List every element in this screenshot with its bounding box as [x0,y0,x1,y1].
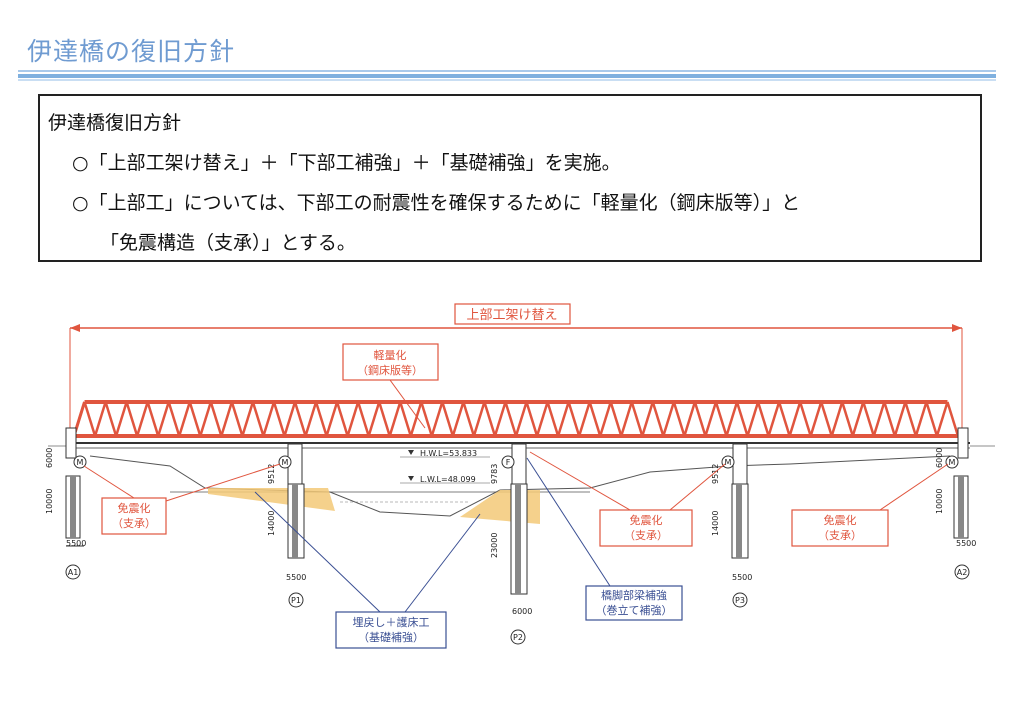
isolation-middle-label-2: （支承） [624,529,668,542]
bearing-a1-mark: M [77,458,84,467]
policy-line-3: 「免震構造（支承）」とする。 [100,232,356,254]
a1-width-dim: 5500 [66,539,86,548]
isolation-callout-middle: 免震化 （支承） [529,451,726,547]
bearing-p1-mark: M [282,458,289,467]
isolation-right-label-1: 免震化 [824,513,857,527]
lwl-label: L.W.L=48.099 [420,475,476,484]
policy-line-1: ○「上部工架け替え」＋「下部工補強」＋「基礎補強」を実施。 [72,152,621,174]
p2-marker [510,629,526,645]
policy-heading: 伊達橋復旧方針 [48,112,182,134]
isolation-left-label-2: （支承） [112,517,156,530]
p3-width-dim: 5500 [732,573,752,582]
p2-label: P2 [513,633,523,642]
abutment-a1 [65,427,84,547]
bearing-a1 [73,455,87,469]
lightweight-label-1: 軽量化 [374,348,407,362]
bridge-diagram: 上部工架け替え 軽量化 （鋼床版等） H.W.L=53.833 L.W.L=48… [45,303,995,649]
bearing-p3 [721,455,735,469]
p3-lower-dim: 14000 [711,511,720,536]
p1-width-dim: 5500 [286,573,306,582]
pier-reinforcement-label-2: （巻立て補強） [596,603,673,617]
bearing-a2-mark: M [949,458,956,467]
a2-height-dim: 6000 [935,448,944,468]
a1-footing-dim: 10000 [45,489,54,514]
a1-marker [65,564,81,580]
title-underline [18,70,996,72]
backfill-area-p2 [460,490,540,524]
title-underline-thick [18,74,996,78]
p1-upper-dim: 9512 [267,464,276,484]
p2-width-dim: 6000 [512,607,532,616]
policy-box: 伊達橋復旧方針 ○「上部工架け替え」＋「下部工補強」＋「基礎補強」を実施。 ○「… [38,94,982,262]
pier-p3 [731,443,749,559]
page-title: 伊達橋の復旧方針 [27,37,236,66]
p3-label: P3 [735,596,745,605]
hwl-label: H.W.L=53.833 [420,449,477,458]
bearing-p1 [278,455,292,469]
p2-lower-dim: 23000 [490,533,499,558]
a2-label: A2 [957,568,968,577]
a2-footing-dim: 10000 [935,489,944,514]
lightweight-label-2: （鋼床版等） [357,363,423,377]
superstructure-label-box [454,303,571,325]
a2-marker [954,564,970,580]
isolation-right-label-2: （支承） [818,529,862,542]
backfill-label-1: 埋戻し＋護床工 [353,615,430,629]
bearing-p2-mark: F [506,458,511,467]
pier-p2 [510,443,528,595]
truss-superstructure [72,400,960,438]
p3-marker [732,592,748,608]
bearing-p2 [501,455,515,469]
a1-height-dim: 6000 [45,448,54,468]
span-dimension-arrow [69,324,963,436]
superstructure-label: 上部工架け替え [466,308,557,323]
title-underline-light [18,79,996,81]
backfill-label-2: （基礎補強） [358,631,424,644]
isolation-left-label-1: 免震化 [118,501,151,515]
a1-label: A1 [68,568,79,577]
p1-lower-dim: 14000 [267,511,276,536]
isolation-callout-right: 免震化 （支承） [791,463,949,547]
bearing-p3-mark: M [725,458,732,467]
pier-p1 [287,443,305,559]
pier-reinforcement-callout: 橋脚部梁補強 （巻立て補強） [526,457,683,621]
a2-width-dim: 5500 [956,539,976,548]
isolation-middle-label-1: 免震化 [630,513,663,527]
backfill-callout: 埋戻し＋護床工 （基礎補強） [254,491,481,649]
p2-upper-dim: 9783 [490,464,499,484]
isolation-callout-left: 免震化 （支承） [83,463,281,535]
pier-reinforcement-label-1: 橋脚部梁補強 [601,588,667,602]
bearing-a2 [945,455,959,469]
p1-marker [288,592,304,608]
p1-label: P1 [291,596,301,605]
policy-line-2: ○「上部工」については、下部工の耐震性を確保するために「軽量化（鋼床版等）」と [72,192,801,214]
p3-upper-dim: 9512 [711,464,720,484]
abutment-a2 [953,427,969,539]
